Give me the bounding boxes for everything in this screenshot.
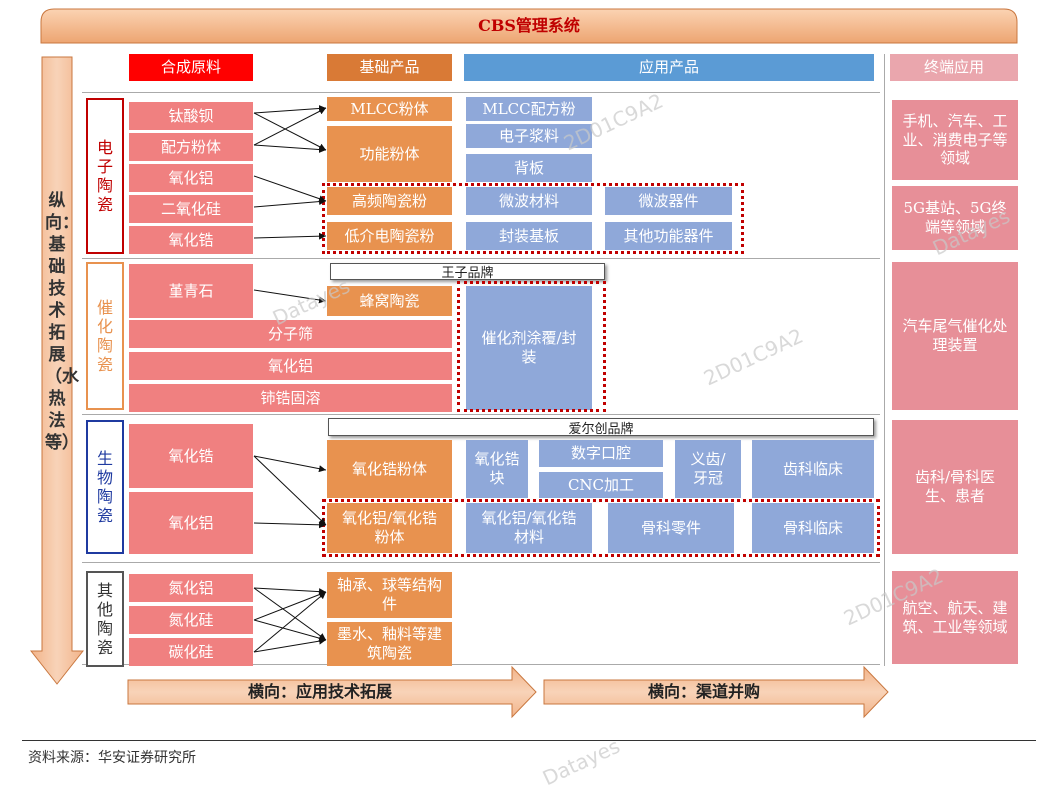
app-item: 微波器件 <box>605 187 732 215</box>
category-bio: 生物陶瓷 <box>86 420 124 554</box>
row-separator <box>82 664 880 665</box>
source-note: 资料来源：华安证券研究所 <box>28 750 196 766</box>
row-separator <box>82 258 880 259</box>
vertical-arrow-label: 纵向：基础技术拓展（水热法等） <box>45 191 79 453</box>
title-banner-shape <box>40 8 1018 44</box>
raw-item: 氧化铝 <box>129 352 452 380</box>
base-item: 氧化铝/氧化锆粉体 <box>327 503 452 553</box>
raw-item: 碳化硅 <box>129 638 253 666</box>
end-item: 手机、汽车、工业、消费电子等领域 <box>892 100 1018 180</box>
base-item: 墨水、釉料等建筑陶瓷 <box>327 622 452 666</box>
raw-item: 氧化铝 <box>129 492 253 554</box>
app-item: 齿科临床 <box>752 440 874 498</box>
app-item: 氧化铝/氧化锆材料 <box>466 503 592 553</box>
raw-item: 氧化锆 <box>129 424 253 488</box>
app-item: 微波材料 <box>466 187 592 215</box>
header-app: 应用产品 <box>464 54 874 81</box>
raw-item: 二氧化硅 <box>129 195 253 223</box>
app-item: 封装基板 <box>466 222 592 250</box>
vertical-arrow <box>30 56 84 685</box>
raw-item: 分子筛 <box>129 320 452 348</box>
row-separator <box>82 92 880 93</box>
title-banner: CBS管理系统 <box>40 8 1018 44</box>
watermark: Datayes <box>538 733 624 790</box>
end-item: 齿科/骨科医生、患者 <box>892 420 1018 554</box>
raw-item: 氧化铝 <box>129 164 253 192</box>
raw-item: 氮化铝 <box>129 574 253 602</box>
header-base: 基础产品 <box>327 54 452 81</box>
watermark: 2D01C9A2 <box>699 323 807 391</box>
end-item: 航空、航天、建筑、工业等领域 <box>892 571 1018 664</box>
category-electronic: 电子陶瓷 <box>86 98 124 254</box>
app-item: 其他功能器件 <box>605 222 732 250</box>
brand-aierchuang: 爱尔创品牌 <box>328 418 874 437</box>
raw-item: 钛酸钡 <box>129 102 253 130</box>
bottom-arrows <box>127 665 889 719</box>
base-item: MLCC粉体 <box>327 97 452 121</box>
header-end: 终端应用 <box>890 54 1018 81</box>
base-item: 功能粉体 <box>327 126 452 182</box>
brand-wangzi: 王子品牌 <box>330 263 605 281</box>
app-item: 义齿/牙冠 <box>675 440 741 498</box>
raw-item: 配方粉体 <box>129 133 253 161</box>
row-separator <box>82 414 880 415</box>
base-item: 高频陶瓷粉 <box>327 187 452 215</box>
category-catalytic: 催化陶瓷 <box>86 262 124 410</box>
app-item: 催化剂涂覆/封装 <box>466 286 592 410</box>
raw-item: 氧化锆 <box>129 226 253 254</box>
raw-item: 铈锆固溶 <box>129 384 452 412</box>
footer-rule <box>22 740 1036 741</box>
end-item: 汽车尾气催化处理装置 <box>892 262 1018 410</box>
app-item: 骨科零件 <box>608 503 734 553</box>
base-item: 蜂窝陶瓷 <box>327 286 452 316</box>
raw-item: 氮化硅 <box>129 606 253 634</box>
end-item: 5G基站、5G终端等领域 <box>892 186 1018 250</box>
header-raw: 合成原料 <box>129 54 253 81</box>
category-other: 其他陶瓷 <box>86 571 124 667</box>
raw-item: 堇青石 <box>129 264 253 318</box>
arrow-label-channel: 横向：渠道并购 <box>647 682 760 701</box>
arrow-label-application: 横向：应用技术拓展 <box>247 682 392 701</box>
app-item: 氧化锆块 <box>466 440 528 498</box>
page-title: CBS管理系统 <box>478 16 580 35</box>
base-item: 氧化锆粉体 <box>327 440 452 498</box>
app-item: 数字口腔 <box>539 440 663 467</box>
app-item: 骨科临床 <box>752 503 874 553</box>
app-item: CNC加工 <box>539 472 663 498</box>
app-item: 背板 <box>466 154 592 182</box>
base-item: 轴承、球等结构件 <box>327 572 452 618</box>
app-item: 电子浆料 <box>466 124 592 148</box>
column-separator <box>884 54 885 666</box>
app-item: MLCC配方粉 <box>466 97 592 121</box>
row-separator <box>82 562 880 563</box>
base-item: 低介电陶瓷粉 <box>327 222 452 250</box>
